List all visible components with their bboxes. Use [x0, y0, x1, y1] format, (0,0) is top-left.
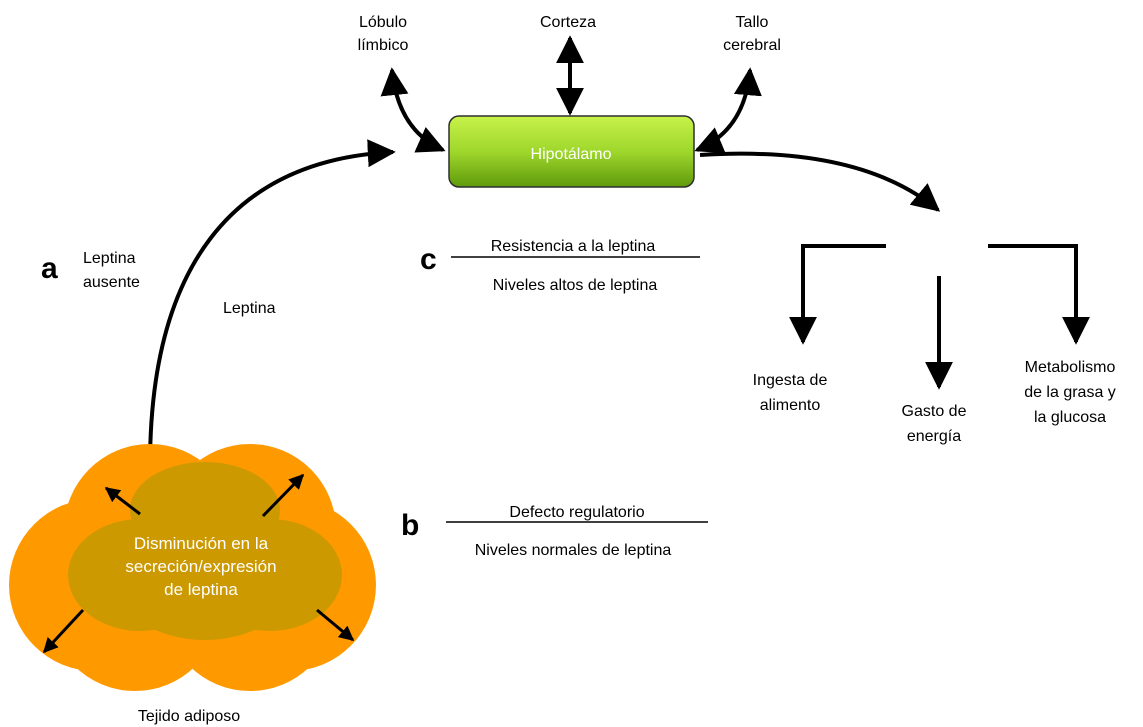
adipose-inner-text: Disminución en la secreción/expresión de… [125, 534, 276, 599]
limbic-lobe-label: Lóbulo límbico [358, 14, 409, 54]
svg-text:ausente: ausente [83, 274, 140, 291]
panel-b-numerator: Defecto regulatorio [509, 504, 644, 521]
food-intake-label: Ingesta de alimento [753, 372, 828, 414]
leptin-signal-label: Leptina [223, 300, 276, 317]
svg-text:secreción/expresión: secreción/expresión [125, 557, 276, 576]
svg-text:Leptina: Leptina [83, 250, 136, 267]
panel-c-letter: c [420, 243, 437, 276]
adipose-tissue [9, 444, 376, 691]
output-branches [789, 244, 1090, 390]
leptin-absent-label: Leptina ausente [83, 250, 140, 291]
svg-text:energía: energía [907, 428, 961, 445]
svg-text:Lóbulo: Lóbulo [359, 14, 407, 31]
energy-expenditure-label: Gasto de energía [902, 403, 967, 445]
hypothalamus-box [448, 115, 695, 188]
svg-text:límbico: límbico [358, 37, 409, 54]
adipose-inner-cell [68, 462, 342, 640]
cortex-label: Corteza [540, 14, 596, 31]
svg-text:la glucosa: la glucosa [1034, 409, 1106, 426]
svg-text:Ingesta de: Ingesta de [753, 372, 828, 389]
svg-text:Tallo: Tallo [736, 14, 769, 31]
svg-text:Metabolismo: Metabolismo [1025, 359, 1116, 376]
svg-text:cerebral: cerebral [723, 37, 781, 54]
brainstem-hypothalamus-arrow [694, 67, 762, 154]
svg-text:Gasto de: Gasto de [902, 403, 967, 420]
brainstem-label: Tallo cerebral [723, 14, 781, 54]
limbic-hypothalamus-arrow [380, 67, 446, 153]
panel-b-letter: b [401, 509, 419, 542]
fat-glucose-metabolism-label: Metabolismo de la grasa y la glucosa [1024, 359, 1116, 426]
hypothalamus-output-arrow [699, 151, 941, 212]
panel-c-denominator: Niveles altos de leptina [493, 277, 658, 294]
svg-text:alimento: alimento [760, 397, 821, 414]
panel-a-letter: a [41, 252, 58, 285]
panel-b-denominator: Niveles normales de leptina [475, 542, 672, 559]
svg-text:de la grasa y: de la grasa y [1024, 384, 1116, 401]
svg-text:de leptina: de leptina [164, 580, 238, 599]
adipose-tissue-label: Tejido adiposo [138, 708, 240, 725]
leptin-arrow [148, 139, 396, 467]
hypothalamus-label: Hipotálamo [531, 146, 612, 163]
panel-c-numerator: Resistencia a la leptina [491, 238, 656, 255]
svg-text:Disminución en la: Disminución en la [134, 534, 269, 553]
